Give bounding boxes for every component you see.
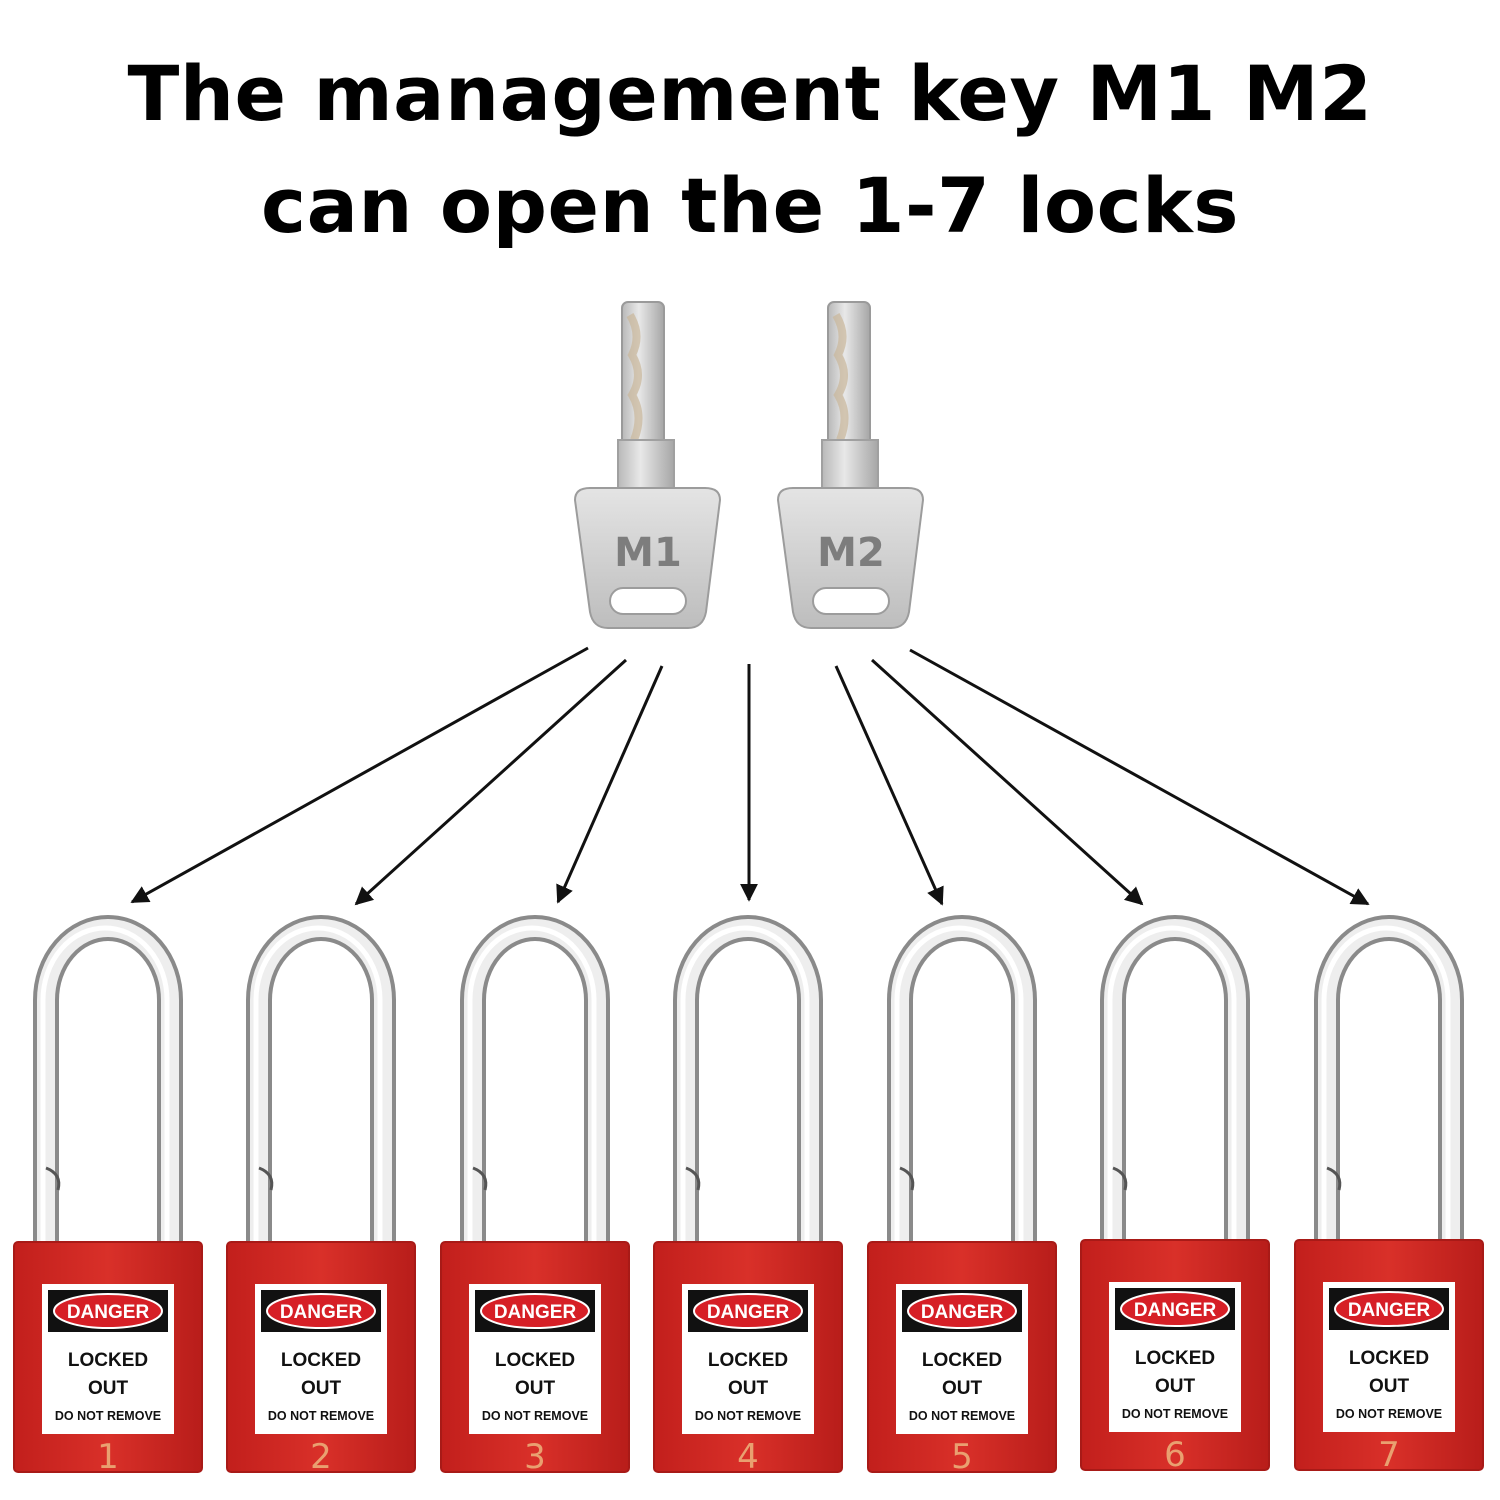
tag-line-do-not-remove: DO NOT REMOVE	[1122, 1407, 1228, 1421]
arrow-to-lock-2	[354, 658, 628, 906]
key-ring-hole	[812, 587, 890, 615]
tag-line-do-not-remove: DO NOT REMOVE	[268, 1409, 374, 1423]
tag-header: DANGER	[280, 1302, 363, 1323]
padlock-7: DANGER LOCKED OUT DO NOT REMOVE 7	[1294, 915, 1484, 1475]
padlock-5: DANGER LOCKED OUT DO NOT REMOVE 5	[867, 915, 1057, 1477]
padlock-4: DANGER LOCKED OUT DO NOT REMOVE 4	[653, 915, 843, 1477]
arrow-to-lock-3	[556, 665, 664, 904]
key-m1: M1	[573, 301, 722, 629]
padlock-3: DANGER LOCKED OUT DO NOT REMOVE 3	[440, 915, 630, 1477]
lock-number: 4	[737, 1437, 759, 1477]
lock-number: 5	[951, 1437, 973, 1477]
headline-line-2: can open the 1-7 locks	[261, 161, 1239, 250]
tag-line-out: OUT	[88, 1378, 129, 1399]
key-ring-hole	[609, 587, 687, 615]
shackle	[460, 915, 610, 1244]
tag-line-locked: LOCKED	[1349, 1348, 1429, 1369]
key-m2: M2	[776, 301, 925, 629]
lock-number: 2	[310, 1437, 332, 1477]
tag-line-out: OUT	[301, 1378, 342, 1399]
tag-line-out: OUT	[728, 1378, 769, 1399]
tag-header: DANGER	[921, 1302, 1004, 1323]
lock-number: 7	[1378, 1435, 1400, 1475]
headline: The management key M1 M2 can open the 1-…	[0, 38, 1500, 262]
arrows	[130, 646, 1370, 906]
tag-line-do-not-remove: DO NOT REMOVE	[909, 1409, 1015, 1423]
padlock-1: DANGER LOCKED OUT DO NOT REMOVE 1	[13, 915, 203, 1477]
tag-line-do-not-remove: DO NOT REMOVE	[1336, 1407, 1442, 1421]
lock-number: 6	[1164, 1435, 1186, 1475]
lock-number: 3	[524, 1437, 546, 1477]
padlock-row: DANGER LOCKED OUT DO NOT REMOVE 1 DANGER LOCKE…	[13, 915, 1484, 1477]
arrow-to-lock-5	[834, 665, 944, 906]
headline-line-1: The management key M1 M2	[127, 49, 1373, 138]
key-blade	[827, 301, 871, 451]
tag-line-locked: LOCKED	[922, 1350, 1002, 1371]
padlock-6: DANGER LOCKED OUT DO NOT REMOVE 6	[1080, 915, 1270, 1475]
shackle	[33, 915, 183, 1244]
key-label-m2: M2	[817, 530, 885, 576]
shackle	[1100, 915, 1250, 1242]
tag-line-locked: LOCKED	[1135, 1348, 1215, 1369]
tag-header: DANGER	[1134, 1300, 1217, 1321]
shackle	[246, 915, 396, 1244]
shackle	[1314, 915, 1464, 1242]
padlock-2: DANGER LOCKED OUT DO NOT REMOVE 2	[226, 915, 416, 1477]
shackle	[887, 915, 1037, 1244]
tag-line-do-not-remove: DO NOT REMOVE	[695, 1409, 801, 1423]
arrow-to-lock-1	[130, 646, 589, 904]
tag-header: DANGER	[1348, 1300, 1431, 1321]
tag-header: DANGER	[67, 1302, 150, 1323]
shackle	[673, 915, 823, 1244]
arrow-to-lock-6	[870, 658, 1144, 906]
key-label-m1: M1	[614, 530, 682, 576]
tag-line-locked: LOCKED	[281, 1350, 361, 1371]
tag-line-locked: LOCKED	[68, 1350, 148, 1371]
tag-line-out: OUT	[1369, 1376, 1410, 1397]
tag-line-locked: LOCKED	[708, 1350, 788, 1371]
tag-header: DANGER	[494, 1302, 577, 1323]
key-blade	[621, 301, 665, 451]
tag-line-locked: LOCKED	[495, 1350, 575, 1371]
tag-line-out: OUT	[1155, 1376, 1196, 1397]
tag-line-do-not-remove: DO NOT REMOVE	[482, 1409, 588, 1423]
tag-line-out: OUT	[515, 1378, 556, 1399]
tag-header: DANGER	[707, 1302, 790, 1323]
tag-line-do-not-remove: DO NOT REMOVE	[55, 1409, 161, 1423]
tag-line-out: OUT	[942, 1378, 983, 1399]
lock-number: 1	[97, 1437, 119, 1477]
arrow-to-lock-7	[909, 648, 1370, 906]
